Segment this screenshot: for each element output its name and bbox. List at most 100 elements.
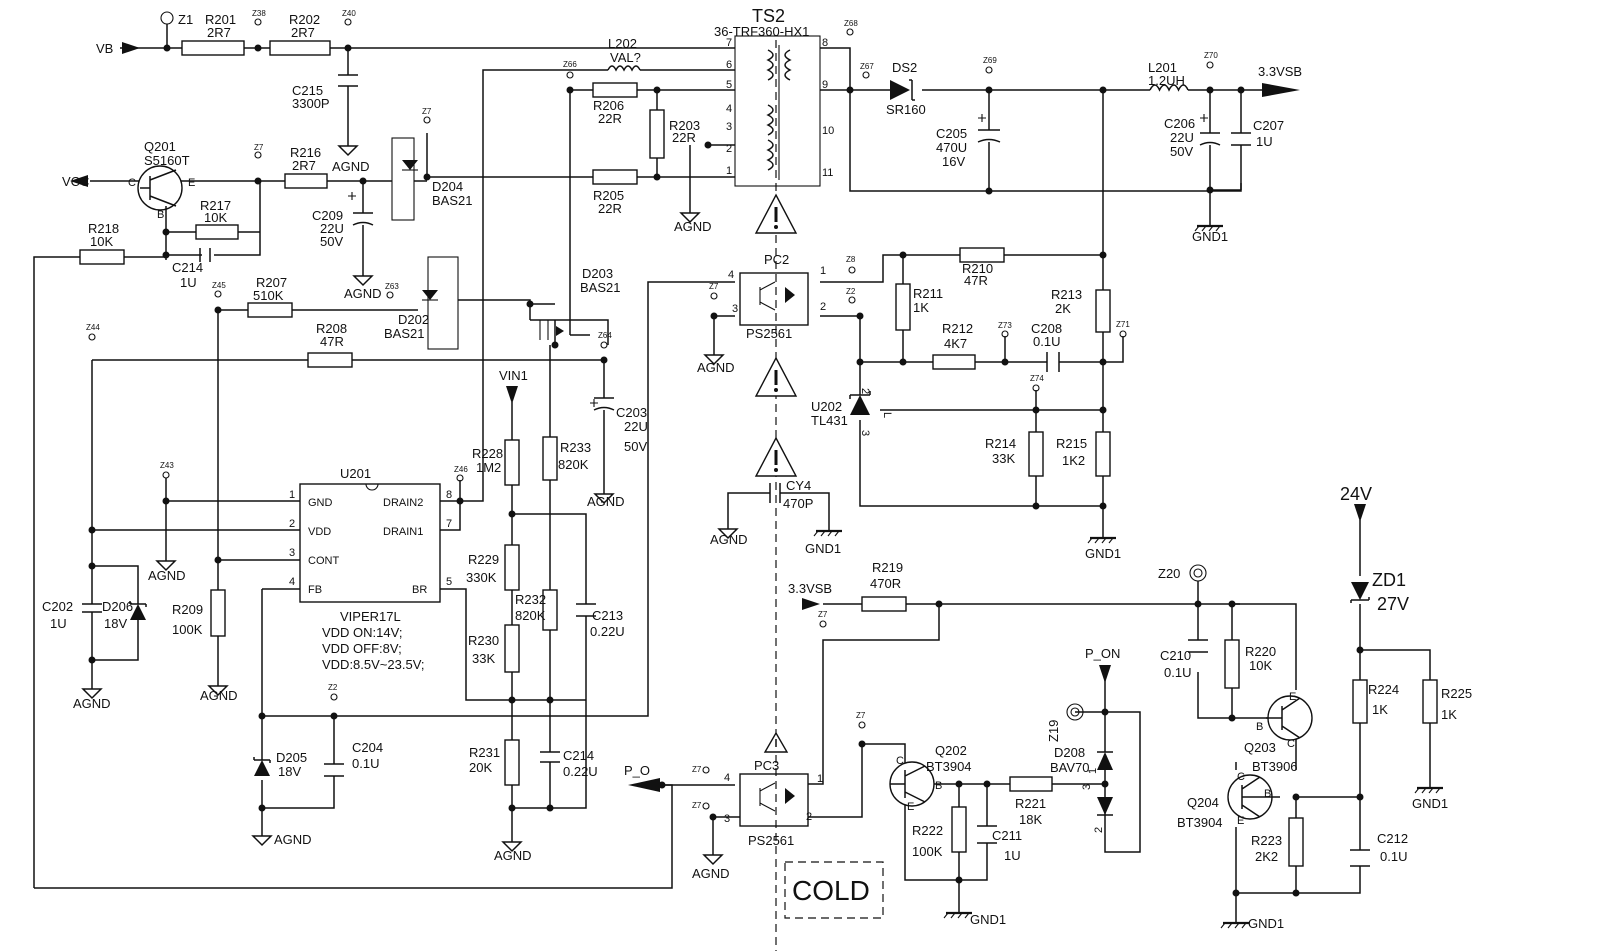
pc2-pin-1: 1 [820,265,826,277]
net-24v: 24V [1340,484,1372,504]
q201-pin-e: E [188,177,195,189]
q202-ref: Q202 [935,743,967,758]
pc3-pin-3: 3 [724,813,730,825]
u201-pin-br: BR [412,584,427,596]
r229-value: 330K [466,570,497,585]
ts2-pin-5: 5 [726,79,732,91]
tp-z8: Z8 [846,255,856,264]
d205-value: 18V [278,764,301,779]
r220-value: 10K [1249,658,1272,673]
l201-ref: L201 [1148,60,1177,75]
c202-ref: C202 [42,599,73,614]
r210-ref: R210 [962,261,993,276]
u201-pin-vdd: VDD [308,526,331,538]
q204-pin-c: C [1237,771,1245,783]
ts2-pin-4: 4 [726,103,732,115]
c214b-ref: C214 [563,748,594,763]
c212-value: 0.1U [1380,849,1407,864]
r229-ref: R229 [468,552,499,567]
ds2-ref: DS2 [892,60,917,75]
d204-ref: D204 [432,179,463,194]
d208-value: BAV70 [1050,760,1090,775]
r225-ref: R225 [1441,686,1472,701]
u201-pin-drain1: DRAIN1 [383,526,423,538]
tp-z68: Z68 [844,19,858,28]
d203-value: BAS21 [580,280,620,295]
c214-value: 1U [180,275,197,290]
net-vcc: VCC [62,174,89,189]
r221-value: 18K [1019,812,1042,827]
d202-value: BAS21 [384,326,424,341]
r208-value: 47R [320,334,344,349]
c209-voltage: 50V [320,234,343,249]
warning-icons [754,193,798,753]
tp-z7: Z7 [422,107,432,116]
r218-ref: R218 [88,221,119,236]
c212-ref: C212 [1377,831,1408,846]
r214-value: 33K [992,451,1015,466]
ts2-pin-2: 2 [726,143,732,155]
c206-value: 22U [1170,130,1194,145]
q202-pin-b: B [935,780,942,792]
ts2-pin-7: 7 [726,37,732,49]
label-agnd: AGND [274,832,312,847]
tp-z7: Z7 [692,801,702,810]
label-agnd: AGND [148,568,186,583]
c205-value: 470U [936,140,967,155]
r215-ref: R215 [1056,436,1087,451]
q203-pin-b: B [1256,721,1263,733]
pc2-ref: PC2 [764,252,789,267]
u201-pin-num: 4 [289,576,295,588]
tp-z69: Z69 [983,56,997,65]
q202-pin-c: C [896,755,904,767]
q204-pin-e: E [1237,815,1244,827]
r203-value: 22R [672,130,696,145]
r202-ref: R202 [289,12,320,27]
tp-z63: Z63 [385,282,399,291]
q203-value: BT3906 [1252,759,1298,774]
q204-ref: Q204 [1187,795,1219,810]
tp-z38: Z38 [252,9,266,18]
tp-z2: Z2 [846,287,856,296]
q202-pin-e: E [907,801,914,813]
ground-labels: AGND AGND AGND AGND AGND AGND AGND AGND … [73,159,1448,931]
net-p-o: P_O [624,763,650,778]
c207-value: 1U [1256,134,1273,149]
r211-ref: R211 [913,286,943,301]
tp-z40: Z40 [342,9,356,18]
c205-ref: C205 [936,126,967,141]
c208-value: 0.1U [1033,334,1060,349]
pc3-pin-1: 1 [817,773,823,785]
r215-value: 1K2 [1062,453,1085,468]
tp-z2: Z2 [328,683,338,692]
testpoint-labels: Z38 Z40 Z7 Z7 Z45 Z63 Z66 Z68 Z67 Z69 Z7… [86,9,1218,810]
r230-ref: R230 [468,633,499,648]
tp-z66: Z66 [563,60,577,69]
pc3-pin-2: 2 [806,811,812,823]
c215-value: 3300P [292,96,330,111]
cold-side-label: COLD [792,875,870,906]
r205-value: 22R [598,201,622,216]
d206-value: 18V [104,616,127,631]
r202-value: 2R7 [291,25,315,40]
u202-value: TL431 [811,413,848,428]
l202-ref: L202 [608,36,637,51]
label-gnd1: GND1 [970,912,1006,927]
junctions [88,44,1364,897]
d203-ref: D203 [582,266,613,281]
label-agnd: AGND [587,494,625,509]
r203-ref: R203 [669,118,700,133]
label-agnd: AGND [697,360,735,375]
label-gnd1: GND1 [1085,546,1121,561]
r233-ref: R233 [560,440,591,455]
label-gnd1: GND1 [1412,796,1448,811]
ts2-pin-11: 11 [822,167,833,179]
u201-part: VIPER17L [340,609,401,624]
tp-z71: Z71 [1116,320,1130,329]
wires [33,47,1431,915]
ts2-pin-10: 10 [822,125,834,137]
c209-value: 22U [320,221,344,236]
label-gnd1: GND1 [1192,229,1228,244]
u202-pin-l: L [881,412,893,418]
r216-value: 2R7 [292,158,316,173]
